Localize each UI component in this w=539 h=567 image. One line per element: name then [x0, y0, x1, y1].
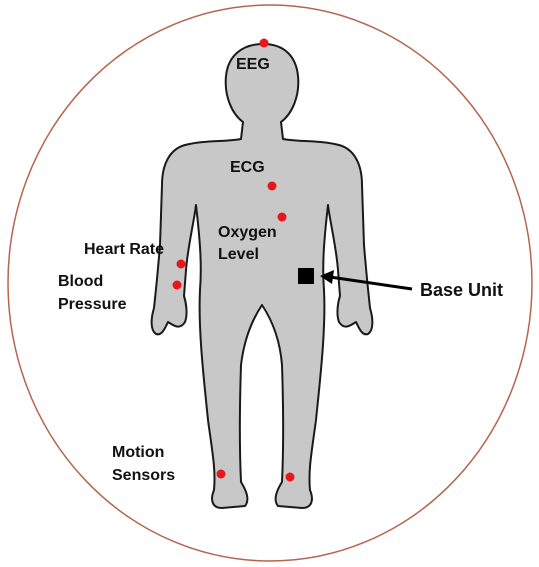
oxygen-level-label-line2: Level: [218, 246, 259, 263]
motion-sensor-left-dot: [217, 470, 226, 479]
blood-pressure-label-line1: Blood: [58, 273, 103, 290]
blood-pressure-label-line2: Pressure: [58, 296, 127, 313]
oxygen-level-label-line1: Oxygen: [218, 224, 277, 241]
blood-pressure-sensor-dot: [173, 281, 182, 290]
motion-sensor-right-dot: [286, 473, 295, 482]
ecg-sensor-dot: [268, 182, 277, 191]
heart-rate-sensor-dot: [177, 260, 186, 269]
motion-sensors-label-line1: Motion: [112, 444, 164, 461]
motion-sensors-label-line2: Sensors: [112, 467, 175, 484]
human-silhouette: [152, 44, 373, 508]
eeg-label: EEG: [236, 56, 270, 73]
ecg-label: ECG: [230, 159, 265, 176]
eeg-sensor-dot: [260, 39, 269, 48]
oxygen-sensor-dot: [278, 213, 287, 222]
base-unit-label: Base Unit: [420, 280, 503, 300]
base-unit-box: [298, 268, 314, 284]
heart-rate-label: Heart Rate: [84, 241, 164, 258]
